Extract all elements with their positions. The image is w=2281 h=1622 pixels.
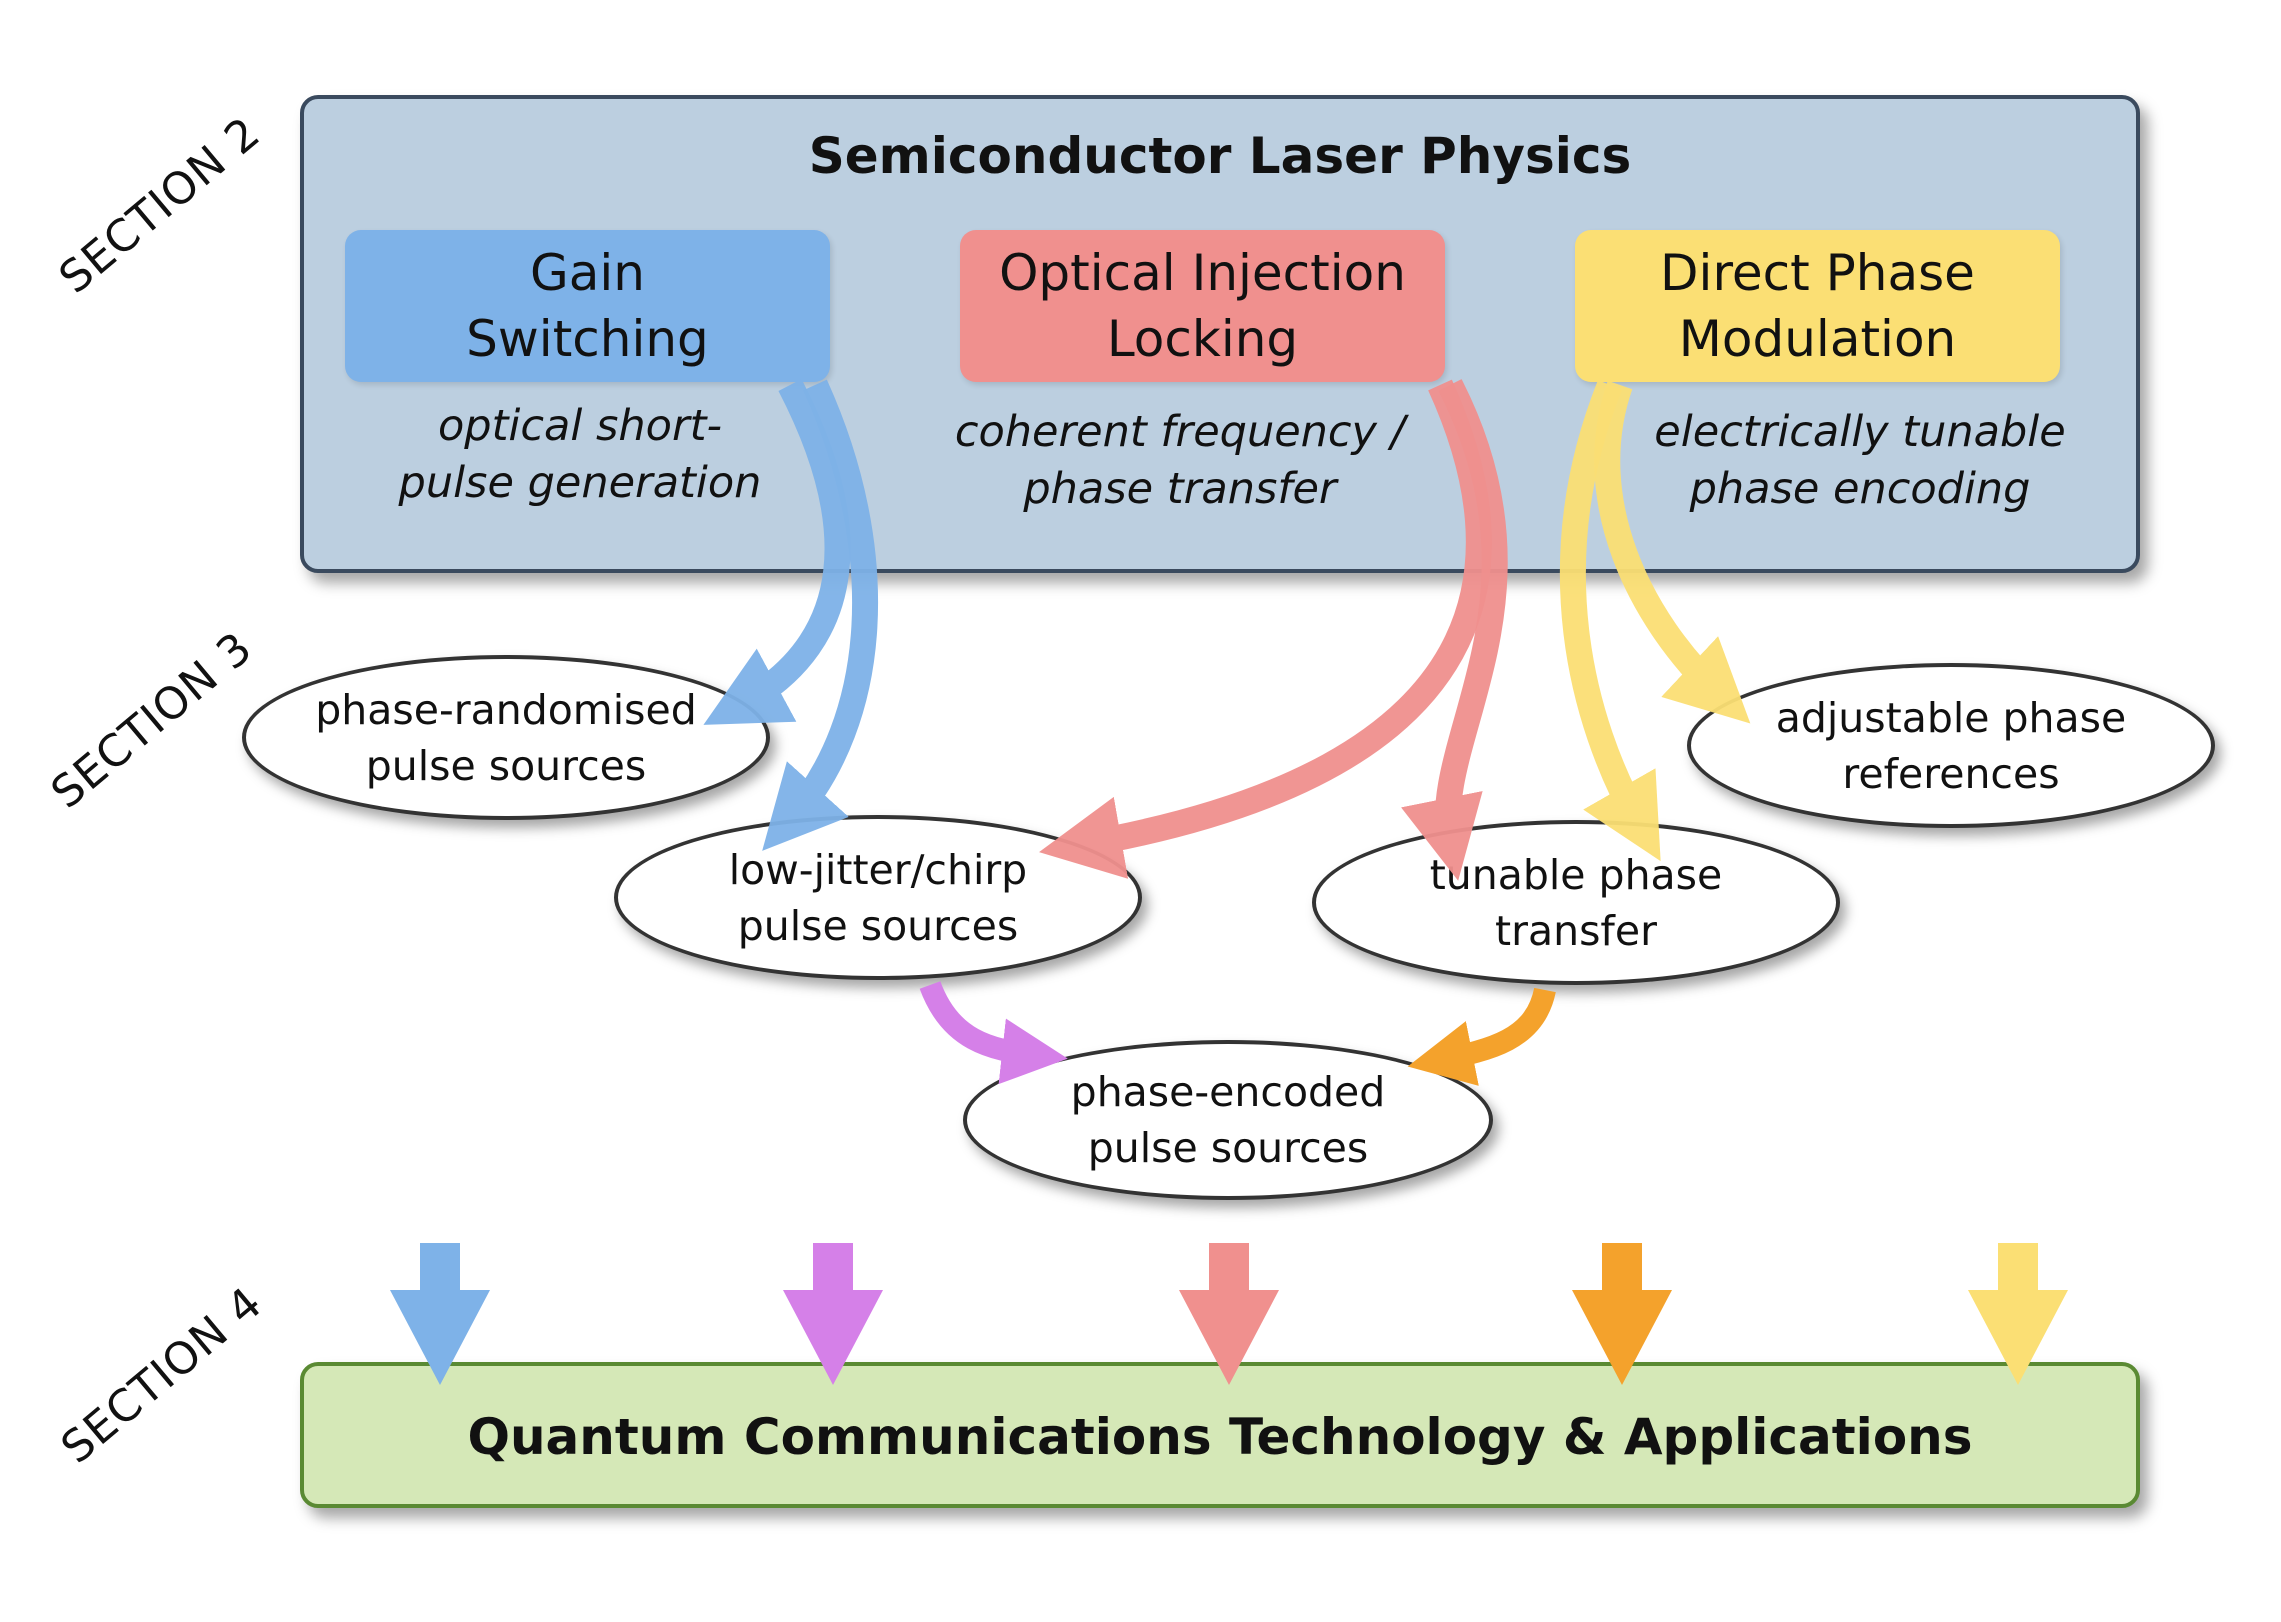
down-arrow-red — [1179, 1243, 1279, 1385]
low-jitter-label: low-jitter/chirp pulse sources — [728, 845, 1028, 950]
adjustable-references-label: adjustable phase references — [1775, 693, 2127, 798]
gain-switching-label: Gain Switching — [466, 244, 709, 368]
down-arrow-blue — [390, 1243, 490, 1385]
arrow-low-jitter-to-encoded — [919, 980, 1068, 1085]
arrow-injection-to-tunable — [1401, 379, 1508, 881]
phase-randomised-node: phase-randomised pulse sources — [242, 655, 770, 820]
arrow-injection-to-low-jitter — [1039, 379, 1492, 879]
gain-switching-box: Gain Switching — [345, 230, 830, 382]
adjustable-references-node: adjustable phase references — [1687, 663, 2215, 828]
phase-randomised-label: phase-randomised pulse sources — [315, 685, 697, 790]
phase-modulation-description: electrically tunable phase encoding — [1654, 407, 2066, 514]
arrow-modulation-to-tunable — [1559, 380, 1661, 862]
phase-modulation-label: Direct Phase Modulation — [1660, 244, 1975, 368]
injection-locking-label: Optical Injection Locking — [999, 244, 1406, 368]
injection-locking-box: Optical Injection Locking — [960, 230, 1445, 382]
down-arrow-purple — [783, 1243, 883, 1385]
down-arrow-orange — [1572, 1243, 1672, 1385]
phase-encoded-label: phase-encoded pulse sources — [1070, 1068, 1386, 1172]
applications-title: Quantum Communications Technology & Appl… — [467, 1408, 1973, 1466]
arrow-modulation-to-adjustable — [1594, 380, 1751, 724]
arrow-gain-to-randomised — [703, 379, 851, 725]
laser-physics-title: Semiconductor Laser Physics — [808, 127, 1632, 185]
gain-switching-description: optical short- pulse generation — [398, 401, 762, 508]
injection-locking-description: coherent frequency / phase transfer — [954, 407, 1406, 514]
arrow-tunable-to-encoded — [1407, 987, 1556, 1086]
down-arrow-yellow — [1968, 1243, 2068, 1385]
phase-modulation-box: Direct Phase Modulation — [1575, 230, 2060, 382]
arrow-gain-to-low-jitter — [762, 379, 879, 851]
